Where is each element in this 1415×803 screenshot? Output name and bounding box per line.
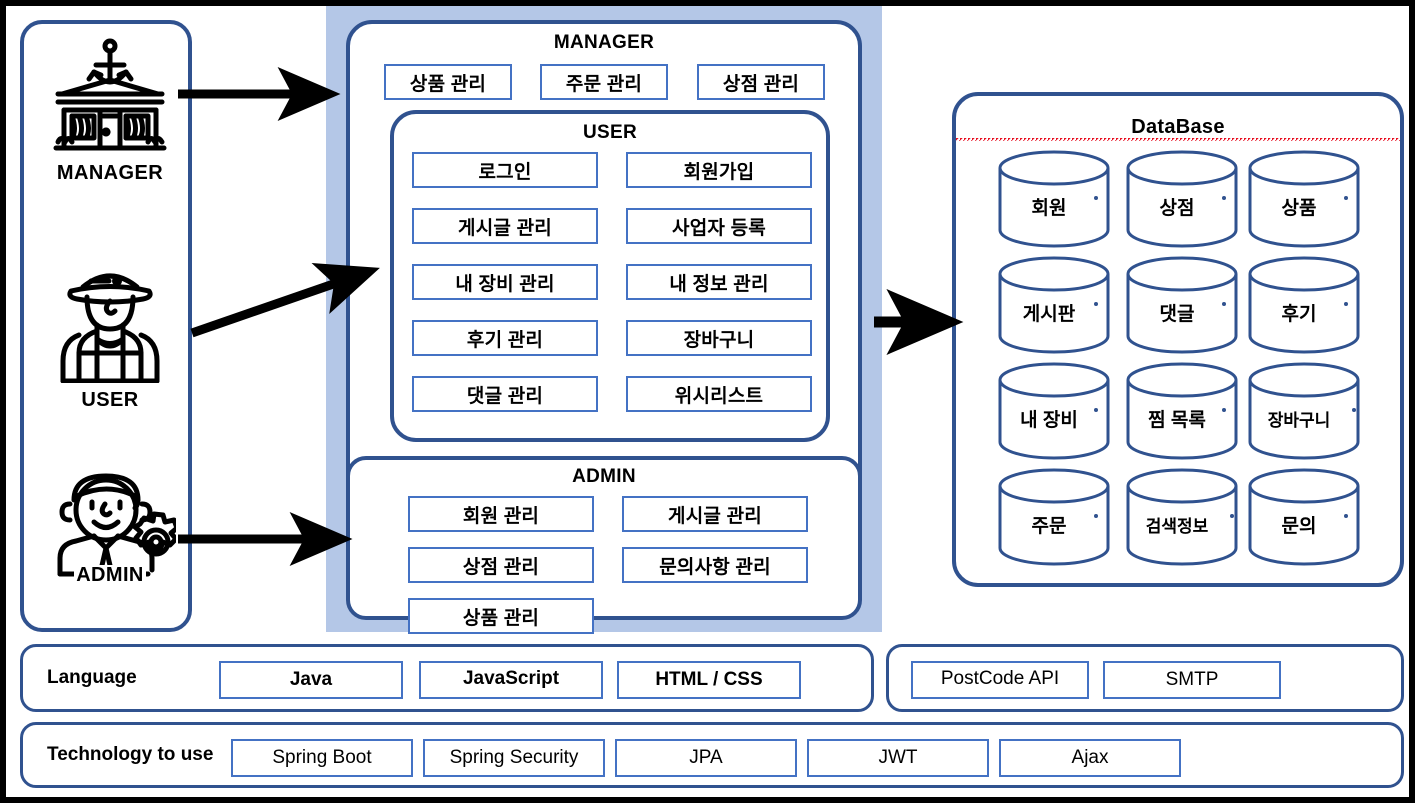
admin-item-3[interactable]: 문의사항 관리 xyxy=(622,547,808,583)
actors-panel: MANAGER xyxy=(20,20,192,632)
db-table-label: 주문 xyxy=(1031,515,1067,537)
admin-item-2[interactable]: 상점 관리 xyxy=(408,547,594,583)
db-dot-icon xyxy=(1344,302,1348,306)
db-dot-icon xyxy=(1344,514,1348,518)
user-title: USER xyxy=(583,122,637,143)
language-item-0[interactable]: Java xyxy=(219,661,403,699)
db-dot-icon xyxy=(1094,514,1098,518)
db-dot-icon xyxy=(1094,196,1098,200)
db-table-10[interactable]: 검색정보 xyxy=(1124,468,1240,566)
db-dot-icon xyxy=(1222,302,1226,306)
db-table-11[interactable]: 문의 xyxy=(1246,468,1362,566)
language-item-2[interactable]: HTML / CSS xyxy=(617,661,801,699)
db-table-label: 게시판 xyxy=(1022,303,1076,325)
admin-panel: ADMIN 회원 관리 게시글 관리 상점 관리 문의사항 관리 상품 관리 xyxy=(346,456,862,634)
storefront-icon xyxy=(44,38,176,161)
language-row-label: Language xyxy=(47,667,137,688)
db-table-0[interactable]: 회원 xyxy=(996,150,1112,248)
db-table-label: 검색정보 xyxy=(1145,516,1209,536)
db-table-1[interactable]: 상점 xyxy=(1124,150,1240,248)
user-item-1[interactable]: 회원가입 xyxy=(626,152,812,188)
actor-admin[interactable]: ADMIN xyxy=(24,466,196,611)
user-item-8[interactable]: 댓글 관리 xyxy=(412,376,598,412)
technology-item-0[interactable]: Spring Boot xyxy=(231,739,413,777)
db-table-label: 댓글 xyxy=(1159,303,1195,325)
user-panel: USER 로그인 회원가입 게시글 관리 사업자 등록 내 장비 관리 내 정보… xyxy=(390,110,830,442)
technology-item-2[interactable]: JPA xyxy=(615,739,797,777)
admin-title: ADMIN xyxy=(572,466,636,487)
db-dot-icon xyxy=(1094,408,1098,412)
db-table-label: 회원 xyxy=(1031,197,1067,219)
db-table-9[interactable]: 주문 xyxy=(996,468,1112,566)
user-item-2[interactable]: 게시글 관리 xyxy=(412,208,598,244)
language-item-1[interactable]: JavaScript xyxy=(419,661,603,699)
user-item-9[interactable]: 위시리스트 xyxy=(626,376,812,412)
db-table-label: 후기 xyxy=(1281,303,1317,325)
db-table-label: 장바구니 xyxy=(1267,410,1331,430)
db-table-label: 상품 xyxy=(1281,197,1317,219)
api-item-1[interactable]: SMTP xyxy=(1103,661,1281,699)
db-table-6[interactable]: 내 장비 xyxy=(996,362,1112,460)
db-table-label: 내 장비 xyxy=(1020,409,1078,431)
technology-panel: Technology to use Spring Boot Spring Sec… xyxy=(20,722,1404,788)
technology-item-1[interactable]: Spring Security xyxy=(423,739,605,777)
admin-item-1[interactable]: 게시글 관리 xyxy=(622,496,808,532)
db-table-2[interactable]: 상품 xyxy=(1246,150,1362,248)
user-item-0[interactable]: 로그인 xyxy=(412,152,598,188)
actor-label-admin: ADMIN xyxy=(74,564,146,586)
technology-item-4[interactable]: Ajax xyxy=(999,739,1181,777)
manager-item-2[interactable]: 상점 관리 xyxy=(697,64,825,100)
manager-item-1[interactable]: 주문 관리 xyxy=(540,64,668,100)
language-panel: Language Java JavaScript HTML / CSS xyxy=(20,644,874,712)
manager-item-0[interactable]: 상품 관리 xyxy=(384,64,512,100)
actor-label-user: USER xyxy=(81,389,139,411)
db-dot-icon xyxy=(1344,196,1348,200)
db-table-label: 상점 xyxy=(1159,197,1195,219)
technology-item-3[interactable]: JWT xyxy=(807,739,989,777)
user-item-3[interactable]: 사업자 등록 xyxy=(626,208,812,244)
user-item-4[interactable]: 내 장비 관리 xyxy=(412,264,598,300)
db-table-4[interactable]: 댓글 xyxy=(1124,256,1240,354)
db-table-3[interactable]: 게시판 xyxy=(996,256,1112,354)
actor-manager[interactable]: MANAGER xyxy=(24,38,196,183)
db-dot-icon xyxy=(1352,408,1356,412)
db-table-5[interactable]: 후기 xyxy=(1246,256,1362,354)
api-item-0[interactable]: PostCode API xyxy=(911,661,1089,699)
person-worker-icon xyxy=(49,259,171,388)
database-title: DataBase xyxy=(956,116,1400,141)
db-dot-icon xyxy=(1222,196,1226,200)
technology-row-label: Technology to use xyxy=(47,744,214,765)
db-table-label: 문의 xyxy=(1281,515,1317,537)
admin-item-4[interactable]: 상품 관리 xyxy=(408,598,594,634)
user-item-6[interactable]: 후기 관리 xyxy=(412,320,598,356)
user-item-5[interactable]: 내 정보 관리 xyxy=(626,264,812,300)
db-table-8[interactable]: 장바구니 xyxy=(1246,362,1362,460)
db-dot-icon xyxy=(1230,514,1234,518)
diagram-canvas: MANAGER xyxy=(6,6,1409,797)
actor-user[interactable]: USER xyxy=(24,259,196,410)
db-dot-icon xyxy=(1094,302,1098,306)
database-panel: DataBase 회원 상점 상품 게시판 댓글 후기 xyxy=(952,92,1404,587)
api-panel: PostCode API SMTP xyxy=(886,644,1404,712)
db-table-7[interactable]: 찜 목록 xyxy=(1124,362,1240,460)
db-dot-icon xyxy=(1222,408,1226,412)
user-item-7[interactable]: 장바구니 xyxy=(626,320,812,356)
db-table-label: 찜 목록 xyxy=(1148,409,1206,431)
actor-label-manager: MANAGER xyxy=(56,162,164,184)
admin-item-0[interactable]: 회원 관리 xyxy=(408,496,594,532)
manager-title: MANAGER xyxy=(553,32,655,53)
